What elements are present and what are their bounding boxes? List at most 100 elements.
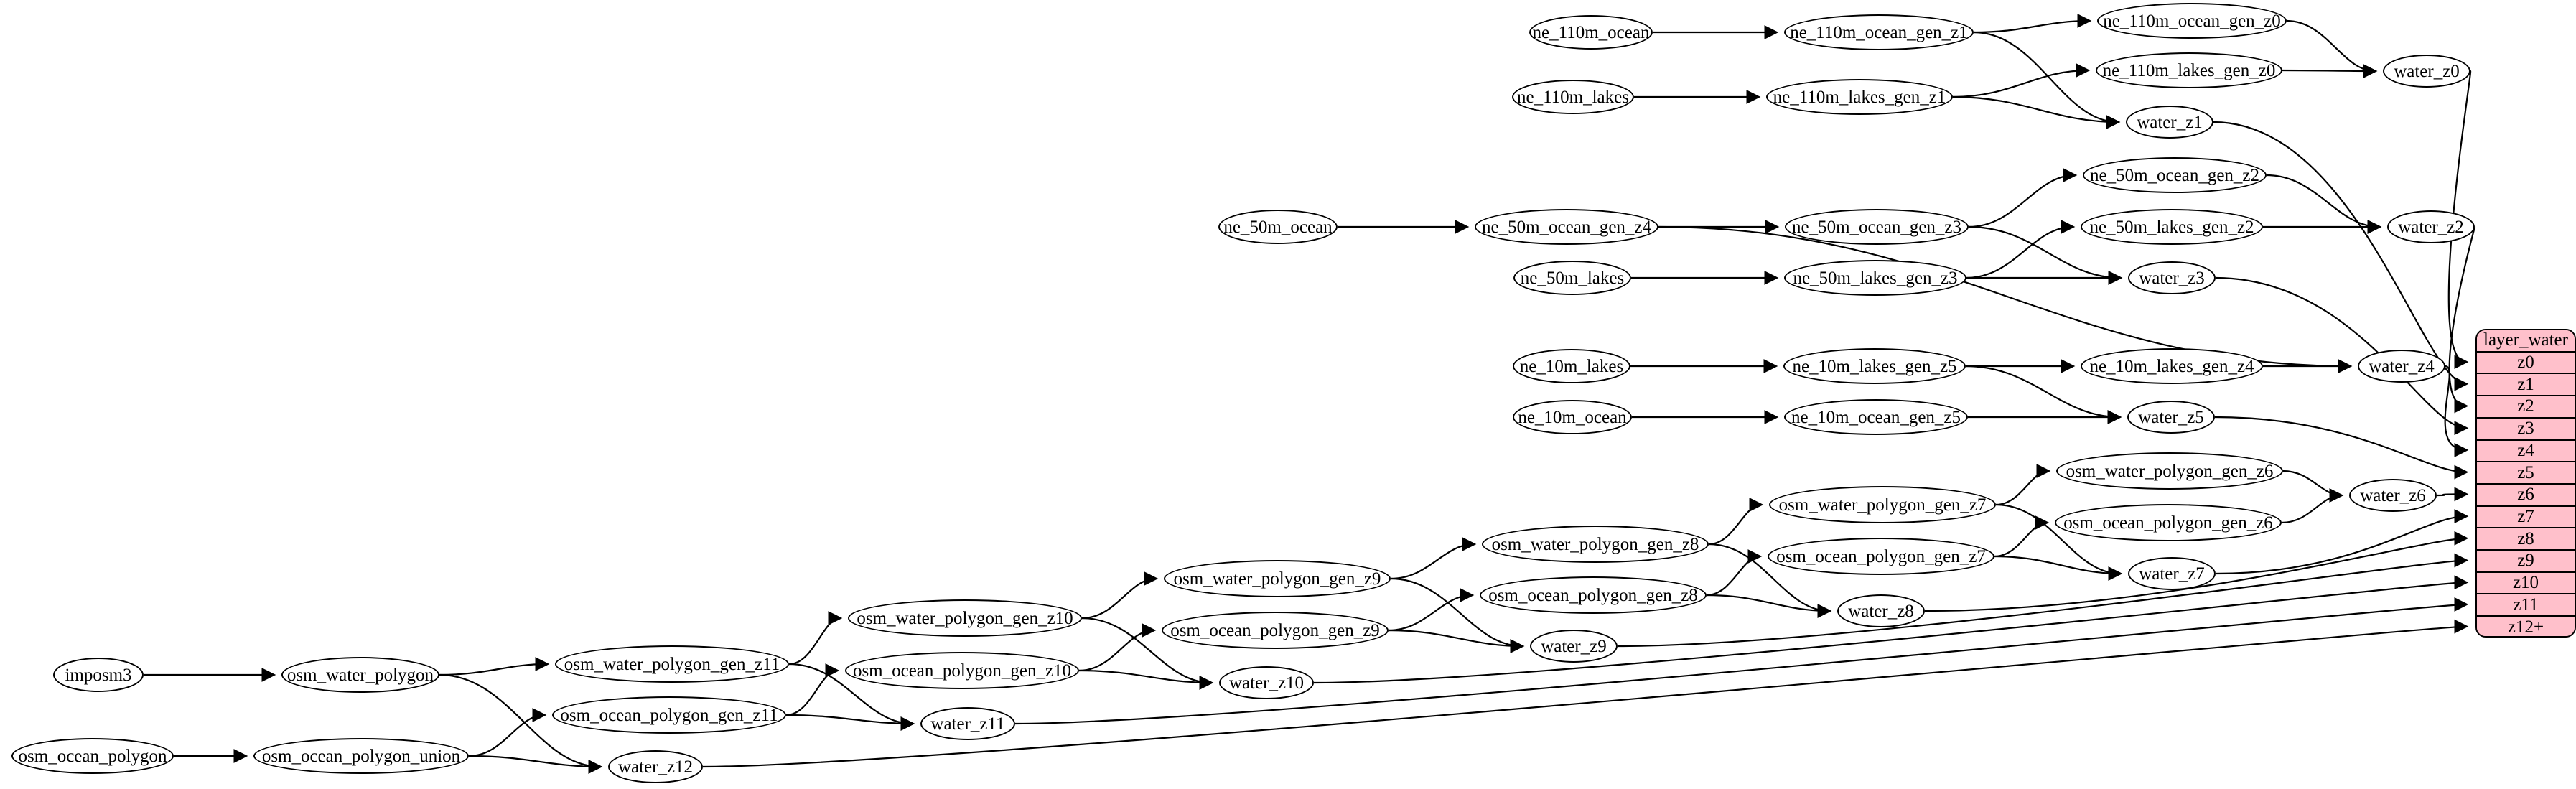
node-ne_110m_ocean[interactable]: ne_110m_ocean: [1529, 15, 1653, 50]
layer-row-z0[interactable]: z0: [2477, 352, 2575, 375]
edge-osm_water_polygon_gen_z11-to-osm_water_polygon_gen_z10: [788, 611, 843, 666]
layer-row-z4[interactable]: z4: [2477, 440, 2575, 463]
edge-osm_ocean_polygon_gen_z11-to-water_z11: [785, 714, 915, 731]
node-osm_water_polygon[interactable]: osm_water_polygon: [281, 657, 439, 693]
edge-osm_water_polygon_gen_z9-to-water_z9: [1390, 577, 1525, 653]
node-ne_50m_ocean_gen_z2[interactable]: ne_50m_ocean_gen_z2: [2083, 157, 2267, 193]
node-osm_water_polygon_gen_z8[interactable]: osm_water_polygon_gen_z8: [1482, 526, 1709, 563]
node-water_z10[interactable]: water_z10: [1219, 666, 1314, 699]
node-label: water_z6: [2360, 485, 2426, 505]
node-label: water_z5: [2138, 407, 2204, 427]
node-osm_ocean_polygon_gen_z6[interactable]: osm_ocean_polygon_gen_z6: [2055, 504, 2282, 541]
node-ne_50m_lakes_gen_z3[interactable]: ne_50m_lakes_gen_z3: [1784, 260, 1966, 296]
node-osm_water_polygon_gen_z7[interactable]: osm_water_polygon_gen_z7: [1769, 486, 1996, 523]
node-ne_110m_lakes_gen_z0[interactable]: ne_110m_lakes_gen_z0: [2096, 52, 2282, 88]
layer-row-z3[interactable]: z3: [2477, 418, 2575, 441]
node-water_z0[interactable]: water_z0: [2383, 55, 2470, 88]
node-label: imposm3: [65, 665, 132, 685]
node-label: osm_water_polygon: [286, 665, 434, 685]
node-label: ne_110m_lakes_gen_z1: [1773, 87, 1946, 107]
layer-row-z7[interactable]: z7: [2477, 506, 2575, 529]
node-water_z7[interactable]: water_z7: [2128, 557, 2216, 590]
node-label: osm_ocean_polygon_union: [261, 746, 461, 766]
edge-ne_50m_ocean_gen_z3-to-water_z3: [1968, 225, 2123, 285]
node-label: water_z1: [2137, 112, 2203, 132]
layer-row-z2[interactable]: z2: [2477, 396, 2575, 419]
edge-water_z8-to-layer_water.z8: [1924, 531, 2469, 612]
layer-row-z1[interactable]: z1: [2477, 374, 2575, 397]
node-label: ne_50m_ocean: [1223, 217, 1333, 237]
node-osm_ocean_polygon_gen_z7[interactable]: osm_ocean_polygon_gen_z7: [1768, 538, 1994, 575]
node-ne_50m_ocean[interactable]: ne_50m_ocean: [1218, 210, 1338, 244]
node-label: ne_50m_lakes_gen_z3: [1793, 268, 1958, 288]
node-ne_50m_ocean_gen_z3[interactable]: ne_50m_ocean_gen_z3: [1785, 209, 1969, 245]
node-ne_110m_ocean_gen_z1[interactable]: ne_110m_ocean_gen_z1: [1784, 14, 1974, 50]
edge-osm_ocean_polygon_gen_z6-to-water_z6: [2281, 488, 2344, 524]
node-label: osm_ocean_polygon_gen_z11: [560, 705, 778, 725]
node-water_z9[interactable]: water_z9: [1530, 630, 1618, 663]
node-ne_110m_lakes[interactable]: ne_110m_lakes: [1512, 80, 1634, 114]
node-label: water_z11: [930, 714, 1005, 734]
node-ne_110m_lakes_gen_z1[interactable]: ne_110m_lakes_gen_z1: [1766, 79, 1953, 115]
node-label: water_z4: [2369, 356, 2435, 376]
layer-row-z8[interactable]: z8: [2477, 528, 2575, 551]
layer-row-z9[interactable]: z9: [2477, 551, 2575, 573]
edge-osm_ocean_polygon_gen_z8-to-osm_ocean_polygon_gen_z7: [1706, 549, 1763, 597]
node-ne_50m_ocean_gen_z4[interactable]: ne_50m_ocean_gen_z4: [1475, 209, 1658, 245]
node-label: water_z10: [1228, 673, 1305, 693]
node-label: ne_110m_ocean_gen_z1: [1790, 22, 1968, 42]
layer-row-z5[interactable]: z5: [2477, 462, 2575, 485]
node-water_z12[interactable]: water_z12: [608, 750, 703, 783]
edge-water_z7-to-layer_water.z7: [2215, 509, 2469, 575]
node-osm_water_polygon_gen_z9[interactable]: osm_water_polygon_gen_z9: [1164, 560, 1391, 597]
node-ne_10m_lakes_gen_z5[interactable]: ne_10m_lakes_gen_z5: [1783, 348, 1966, 384]
edge-osm_water_polygon_gen_z7-to-water_z7: [1995, 503, 2123, 581]
node-water_z1[interactable]: water_z1: [2126, 106, 2213, 139]
node-water_z11[interactable]: water_z11: [920, 707, 1015, 740]
layer-row-z12+[interactable]: z12+: [2477, 617, 2575, 636]
node-ne_50m_lakes[interactable]: ne_50m_lakes: [1513, 261, 1631, 295]
node-label: osm_water_polygon_gen_z9: [1173, 569, 1381, 589]
edge-water_z9-to-layer_water.z9: [1617, 553, 2469, 648]
node-ne_10m_ocean_gen_z5[interactable]: ne_10m_ocean_gen_z5: [1784, 399, 1968, 435]
edge-osm_ocean_polygon_union-to-water_z12: [468, 755, 603, 774]
node-imposm3[interactable]: imposm3: [53, 658, 144, 692]
edge-osm_water_polygon_gen_z8-to-osm_water_polygon_gen_z7: [1708, 498, 1764, 546]
node-osm_water_polygon_gen_z11[interactable]: osm_water_polygon_gen_z11: [555, 645, 789, 683]
node-osm_ocean_polygon_gen_z10[interactable]: osm_ocean_polygon_gen_z10: [845, 652, 1079, 689]
node-osm_ocean_polygon[interactable]: osm_ocean_polygon: [11, 738, 174, 774]
node-water_z4[interactable]: water_z4: [2358, 350, 2445, 383]
node-osm_ocean_polygon_gen_z9[interactable]: osm_ocean_polygon_gen_z9: [1162, 612, 1389, 649]
node-osm_ocean_polygon_union[interactable]: osm_ocean_polygon_union: [253, 738, 469, 774]
edge-osm_water_polygon_gen_z10-to-osm_water_polygon_gen_z9: [1081, 571, 1159, 620]
node-ne_110m_ocean_gen_z0[interactable]: ne_110m_ocean_gen_z0: [2097, 3, 2287, 39]
node-osm_water_polygon_gen_z10[interactable]: osm_water_polygon_gen_z10: [848, 599, 1082, 637]
node-ne_50m_lakes_gen_z2[interactable]: ne_50m_lakes_gen_z2: [2081, 209, 2263, 245]
node-label: ne_110m_ocean_gen_z0: [2103, 11, 2281, 31]
edge-osm_water_polygon_gen_z10-to-water_z10: [1081, 617, 1214, 690]
node-osm_ocean_polygon_gen_z11[interactable]: osm_ocean_polygon_gen_z11: [552, 696, 786, 734]
node-osm_water_polygon_gen_z6[interactable]: osm_water_polygon_gen_z6: [2056, 452, 2283, 490]
node-label: ne_50m_ocean_gen_z3: [1791, 217, 1962, 237]
node-water_z6[interactable]: water_z6: [2349, 479, 2437, 512]
node-water_z8[interactable]: water_z8: [1837, 594, 1925, 627]
node-ne_10m_lakes_gen_z4[interactable]: ne_10m_lakes_gen_z4: [2081, 348, 2263, 384]
node-osm_ocean_polygon_gen_z8[interactable]: osm_ocean_polygon_gen_z8: [1480, 576, 1707, 614]
node-label: osm_ocean_polygon_gen_z8: [1488, 585, 1698, 605]
node-water_z5[interactable]: water_z5: [2127, 401, 2215, 434]
node-water_z3[interactable]: water_z3: [2128, 261, 2216, 294]
node-water_z2[interactable]: water_z2: [2387, 210, 2475, 243]
layer-row-z6[interactable]: z6: [2477, 484, 2575, 507]
node-ne_10m_ocean[interactable]: ne_10m_ocean: [1513, 400, 1632, 434]
layer-row-z10[interactable]: z10: [2477, 572, 2575, 595]
edge-water_z6-to-layer_water.z6: [2436, 487, 2469, 502]
node-ne_10m_lakes[interactable]: ne_10m_lakes: [1513, 349, 1630, 383]
layer-row-z11[interactable]: z11: [2477, 594, 2575, 617]
edge-ne_50m_ocean_gen_z4-to-water_z4: [1658, 225, 2353, 373]
node-label: osm_water_polygon_gen_z11: [564, 654, 780, 674]
node-label: ne_10m_ocean: [1518, 407, 1627, 427]
edge-osm_water_polygon_gen_z11-to-water_z11: [788, 663, 915, 731]
edge-ne_50m_ocean_gen_z3-to-ne_50m_ocean_gen_z2: [1968, 168, 2078, 228]
